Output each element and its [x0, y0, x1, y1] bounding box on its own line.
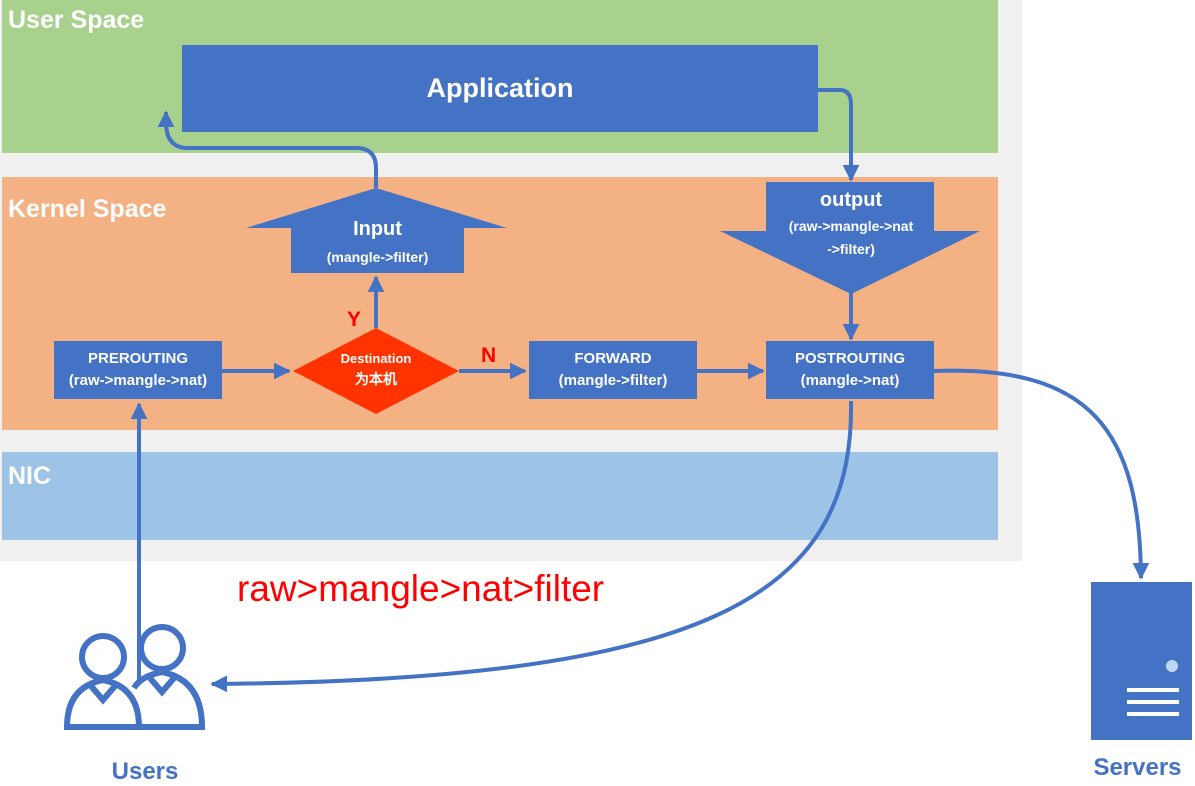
postrouting-to-servers-arrow	[933, 368, 1150, 580]
input-to-application-arrow	[157, 110, 378, 188]
input-text: Input (mangle->filter)	[291, 214, 464, 270]
user-space-label: User Space	[8, 6, 145, 34]
nic-label: NIC	[8, 462, 52, 490]
servers-label: Servers	[1093, 754, 1182, 781]
users-label: Users	[111, 758, 179, 785]
no-branch-label: N	[481, 344, 496, 367]
postrouting-to-users-arrow	[210, 400, 854, 693]
prerouting-box: PREROUTING (raw->mangle->nat)	[54, 341, 222, 399]
input-title: Input	[353, 218, 402, 240]
forward-subtitle: (mangle->filter)	[558, 372, 668, 389]
postrouting-subtitle: (mangle->nat)	[800, 372, 900, 389]
application-box: Application	[182, 45, 818, 132]
prerouting-title: PREROUTING	[87, 350, 188, 367]
output-title: output	[819, 189, 883, 211]
destination-line1: Destination	[340, 351, 412, 366]
output-subtitle-line1: (raw->mangle->nat	[788, 218, 914, 234]
postrouting-box: POSTROUTING (mangle->nat)	[766, 341, 934, 399]
output-shape	[720, 182, 980, 294]
application-to-output-arrow	[818, 88, 860, 182]
forward-title: FORWARD	[574, 350, 652, 367]
kernel-space-label: Kernel Space	[8, 195, 167, 223]
prerouting-subtitle: (raw->mangle->nat)	[68, 372, 208, 389]
destination-diamond	[293, 328, 459, 414]
destination-line2: 为本机	[355, 371, 397, 387]
nic-band: NIC	[2, 452, 998, 540]
input-shape	[246, 188, 507, 273]
input-subtitle: (mangle->filter)	[326, 249, 429, 265]
server-icon	[1091, 582, 1192, 740]
table-order-text: raw>mangle>nat>filter	[237, 568, 605, 609]
destination-text: Destination 为本机	[316, 350, 436, 390]
yes-branch-label: Y	[347, 308, 361, 331]
postrouting-title: POSTROUTING	[794, 350, 905, 367]
application-title: Application	[426, 73, 574, 103]
output-text: output (raw->mangle->nat ->filter)	[751, 186, 951, 259]
users-icon	[63, 624, 206, 730]
forward-box: FORWARD (mangle->filter)	[529, 341, 697, 399]
output-subtitle-line2: ->filter)	[827, 241, 875, 257]
